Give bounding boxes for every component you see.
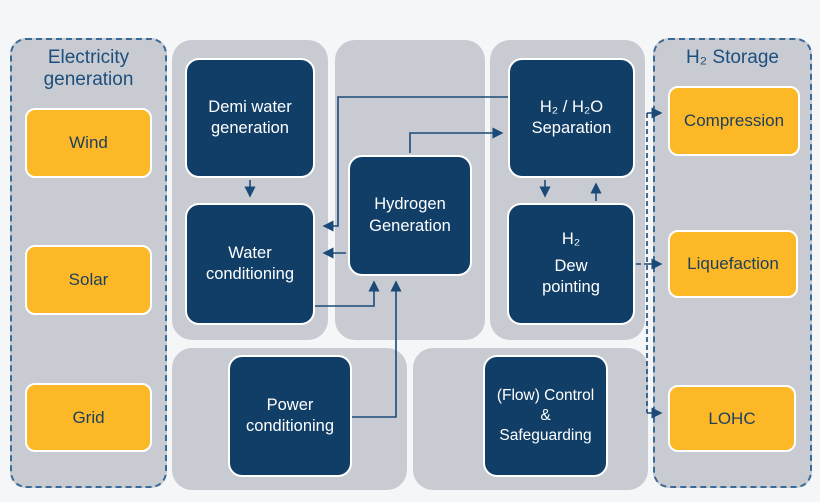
box-label-line: Water xyxy=(228,243,272,262)
box-lohc-label: LOHC xyxy=(708,408,756,428)
box-label-line: H₂ xyxy=(561,230,581,249)
box-grid-label: Grid xyxy=(72,407,105,427)
box-label-line: Safeguarding xyxy=(499,427,592,445)
box-label-line: & xyxy=(540,406,551,424)
box-water-conditioning: Water conditioning xyxy=(185,203,315,325)
box-wind: Wind xyxy=(25,108,152,178)
h2-storage-title: H₂ Storage xyxy=(686,47,779,68)
box-label-line: H₂ / H₂O xyxy=(539,97,604,116)
box-compression-label: Compression xyxy=(683,111,785,130)
box-h2-dew-pointing: H₂ Dew pointing xyxy=(507,203,635,325)
box-label-line: Hydrogen xyxy=(374,195,446,214)
box-solar: Solar xyxy=(25,245,152,315)
box-label-line: (Flow) Control xyxy=(496,386,595,404)
box-h2-h2o-separation: H₂ / H₂O Separation xyxy=(508,58,635,178)
box-power-conditioning: Power conditioning xyxy=(228,355,352,477)
box-hydrogen-generation: Hydrogen Generation xyxy=(348,155,472,276)
box-label-line: Power xyxy=(266,395,314,414)
box-compression: Compression xyxy=(668,86,800,156)
box-flow-control-safeguarding: (Flow) Control & Safeguarding xyxy=(483,355,608,477)
box-label-line: Demi water xyxy=(208,97,292,116)
box-label-line: Dew xyxy=(554,256,588,275)
box-liquefaction-label: Liquefaction xyxy=(687,254,779,273)
box-grid: Grid xyxy=(25,383,152,452)
box-label-line: Generation xyxy=(369,216,451,235)
box-lohc: LOHC xyxy=(668,385,796,452)
box-label-line: pointing xyxy=(542,278,600,297)
box-label-line: Separation xyxy=(531,119,612,137)
box-label-line: conditioning xyxy=(205,265,295,283)
box-label-line: conditioning xyxy=(245,417,335,435)
box-wind-label: Wind xyxy=(69,133,108,152)
box-solar-label: Solar xyxy=(68,270,109,289)
electricity-generation-title: Electricity generation xyxy=(43,47,134,90)
box-liquefaction: Liquefaction xyxy=(668,230,798,298)
box-label-line: generation xyxy=(211,119,289,137)
box-demi-water-generation: Demi water generation xyxy=(185,58,315,178)
